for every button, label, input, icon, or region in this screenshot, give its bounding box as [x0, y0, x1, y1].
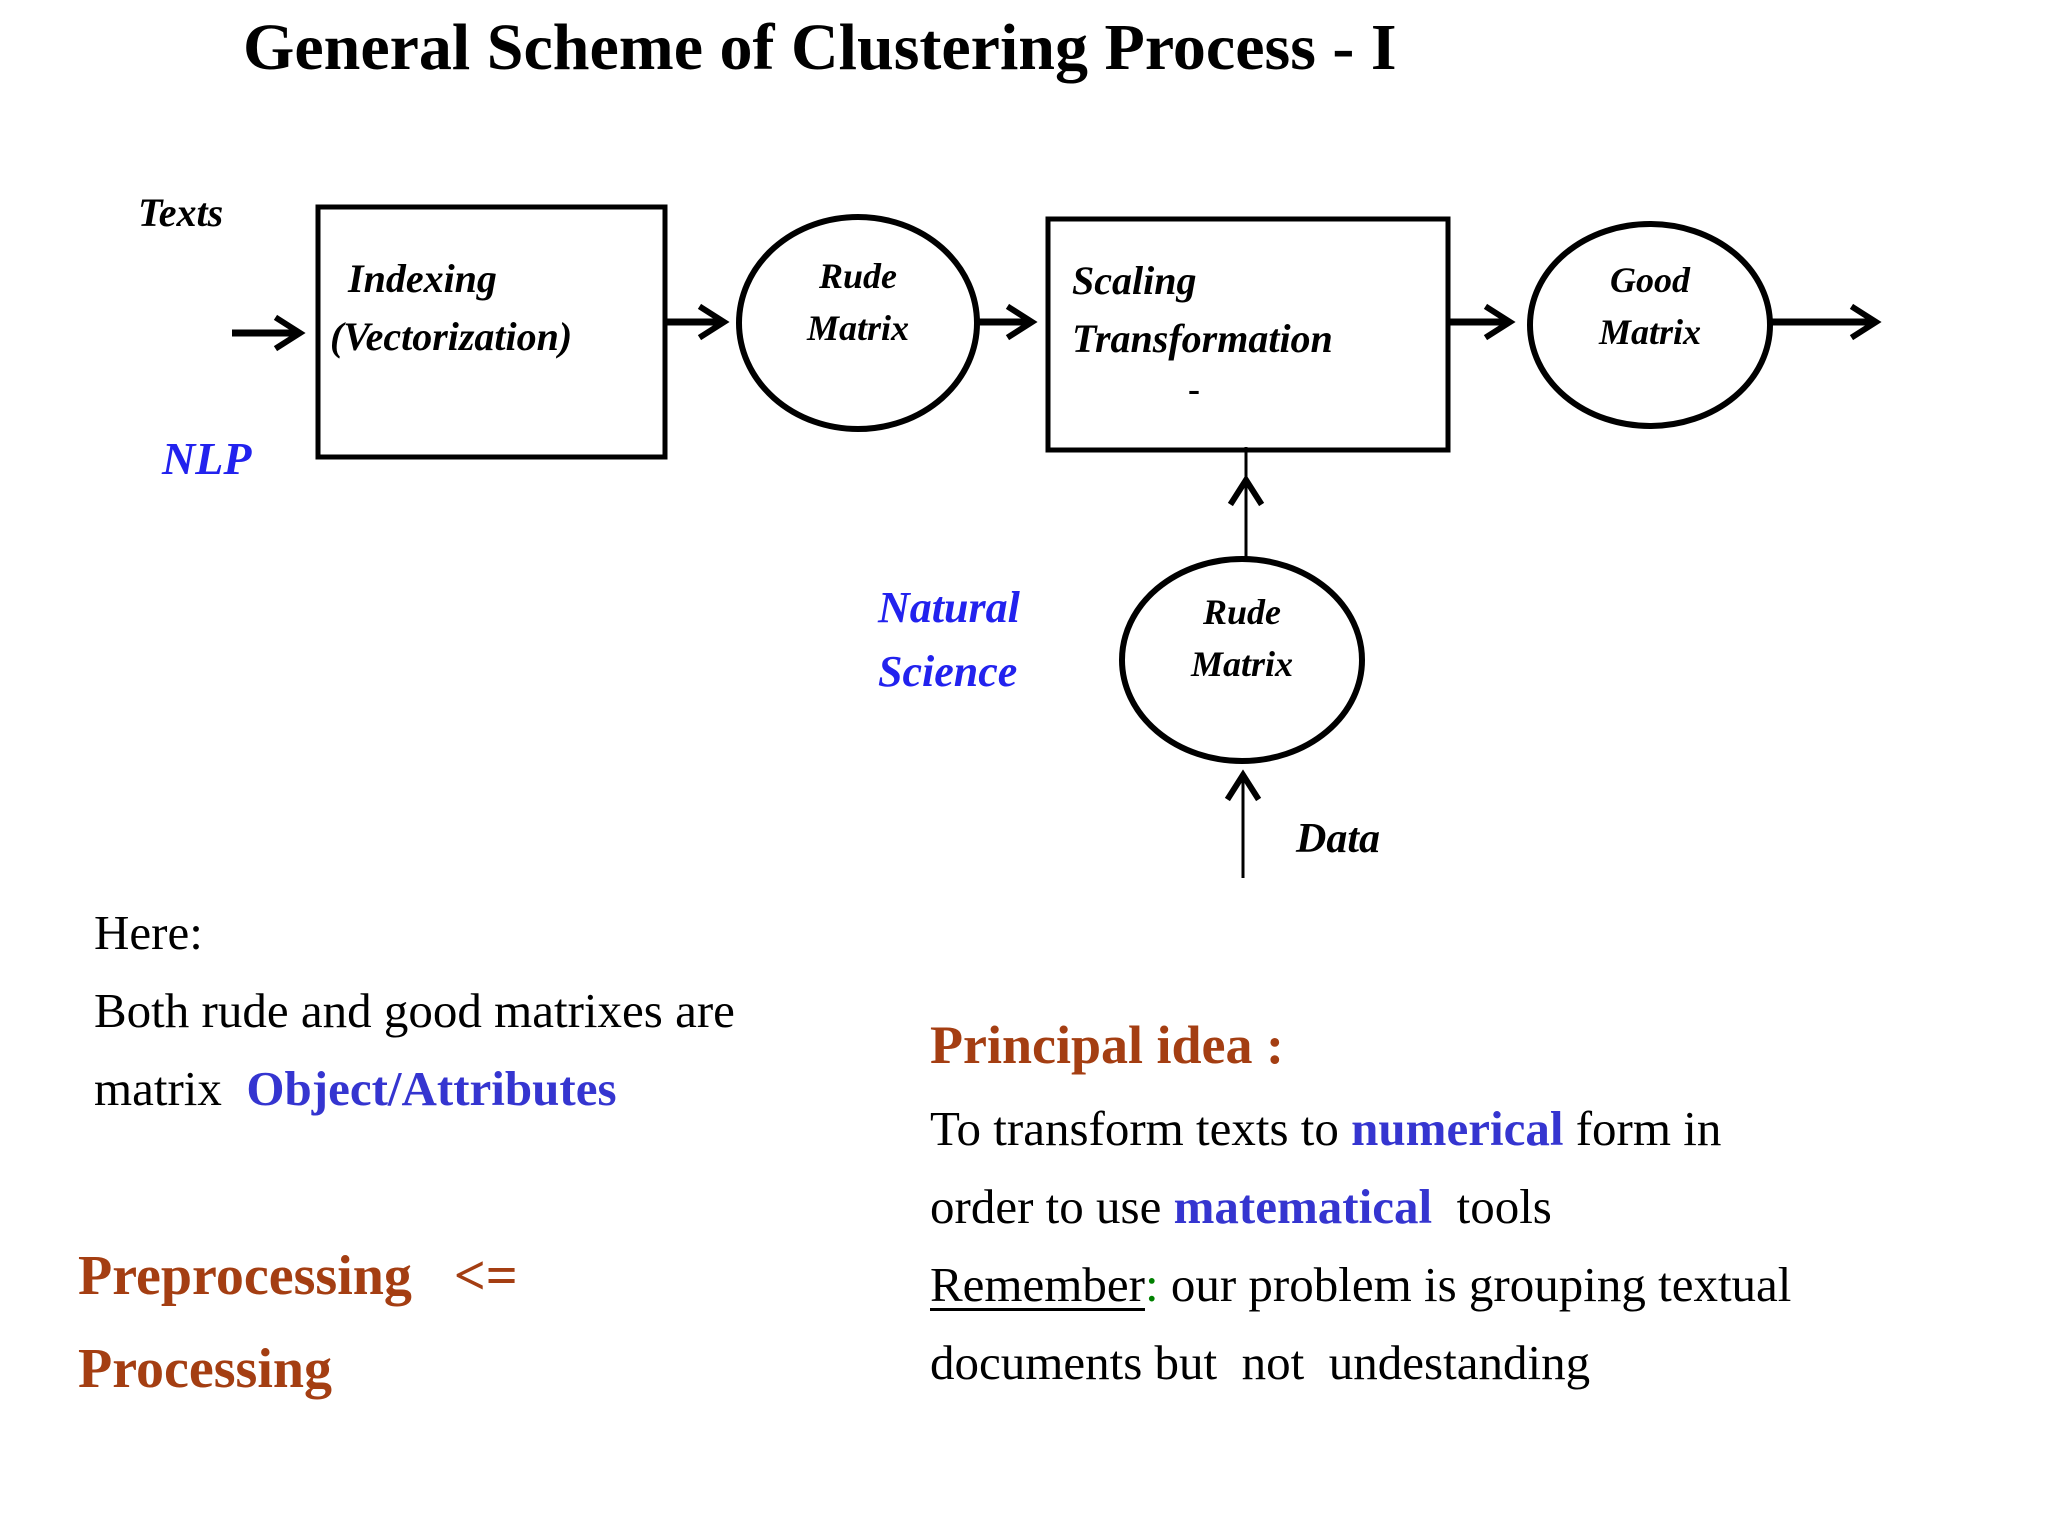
scaling-line2: Transformation [1072, 316, 1333, 361]
rude-matrix-2-ellipse [1119, 556, 1365, 764]
object-attributes-text: Object/Attributes [246, 1061, 617, 1116]
remember-line-post: our problem is grouping textual [1158, 1257, 1792, 1312]
nlp-label: NLP [162, 433, 252, 484]
left-text-block: Here: Both rude and good matrixes are ma… [94, 894, 735, 1128]
rude-matrix-2-label: Rude Matrix [1122, 586, 1362, 690]
scaling-line1: Scaling [1072, 258, 1197, 303]
indexing-line2: (Vectorization) [330, 314, 573, 359]
good-matrix-label: Good Matrix [1530, 254, 1770, 358]
idea-line2-pre: order to use [930, 1179, 1174, 1234]
preprocessing-block: Preprocessing <= Processing [78, 1230, 518, 1416]
data-label: Data [1296, 816, 1380, 862]
idea-line2: order to use matematical tools [930, 1168, 1791, 1246]
rude-matrix-label: Rude Matrix [739, 250, 977, 354]
rude-matrix-2-line1: Rude [1202, 592, 1281, 632]
scaling-dash: - [1188, 369, 1200, 409]
numerical-text: numerical [1351, 1101, 1564, 1156]
remember-colon: : [1144, 1257, 1159, 1312]
idea-line2-post: tools [1432, 1179, 1552, 1234]
principal-idea-block: Principal idea : To transform texts to n… [930, 1000, 1791, 1402]
scaling-box-label: Scaling Transformation [1072, 252, 1333, 368]
indexing-box-label: Indexing (Vectorization) [330, 250, 572, 366]
matrixes-line: Both rude and good matrixes are [94, 983, 735, 1038]
flowchart-canvas [232, 204, 1882, 878]
here-line: Here: [94, 905, 203, 960]
matrix-text: matrix [94, 1061, 247, 1116]
processing-line: Processing [78, 1338, 333, 1400]
idea-line1-pre: To transform texts to [930, 1101, 1352, 1156]
documents-line: documents but not undestanding [930, 1335, 1591, 1390]
principal-idea-heading: Principal idea : [930, 1015, 1284, 1075]
preprocessing-line: Preprocessing <= [78, 1245, 518, 1307]
matematical-text: matematical [1173, 1179, 1433, 1234]
idea-line1: To transform texts to numerical form in [930, 1090, 1791, 1168]
scaling-box [1045, 216, 1451, 453]
idea-line1-post: form in [1563, 1101, 1722, 1156]
page-title: General Scheme of Clustering Process - I [243, 11, 1397, 84]
natural-line2: Science [878, 647, 1018, 696]
remember-text: Remember [930, 1257, 1145, 1312]
indexing-line1: Indexing [348, 256, 497, 301]
texts-label: Texts [138, 190, 224, 235]
good-matrix-line2: Matrix [1598, 312, 1702, 352]
natural-science-label: Natural Science [878, 576, 1020, 704]
indexing-box [315, 204, 668, 460]
rude-matrix-2-line2: Matrix [1190, 644, 1294, 684]
rude-matrix-line1: Rude [818, 256, 897, 296]
object-attributes-line: matrix Object/Attributes [94, 1050, 735, 1128]
natural-line1: Natural [878, 583, 1020, 632]
remember-line: Remember: our problem is grouping textua… [930, 1246, 1791, 1324]
rude-matrix-line2: Matrix [806, 308, 910, 348]
good-matrix-line1: Good [1610, 260, 1690, 300]
